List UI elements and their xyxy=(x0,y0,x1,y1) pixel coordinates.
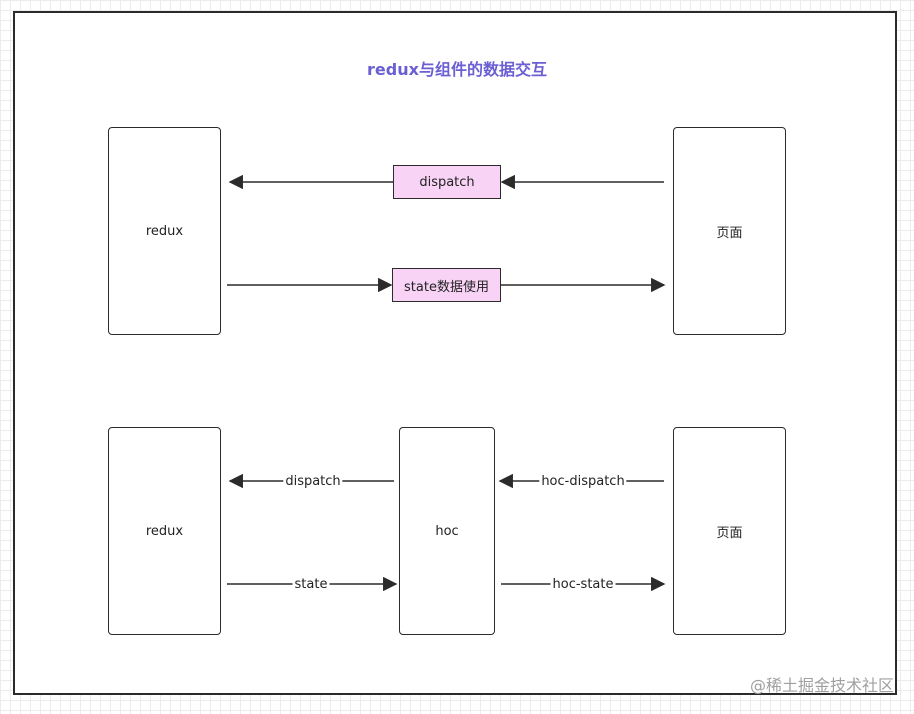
top-page-box: 页面 xyxy=(673,127,786,335)
hoc-box: hoc xyxy=(399,427,495,635)
bottom-redux-label: redux xyxy=(145,523,184,539)
hoc-label: hoc xyxy=(435,523,459,539)
state-arrow-label: state xyxy=(292,577,330,593)
state-tag-label: state数据使用 xyxy=(404,279,489,295)
dispatch-tag: dispatch xyxy=(393,165,501,199)
top-redux-box: redux xyxy=(108,127,221,335)
bottom-page-box: 页面 xyxy=(673,427,786,635)
hoc-state-arrow-label: hoc-state xyxy=(550,577,616,593)
dispatch-tag-label: dispatch xyxy=(419,174,475,190)
diagram-title: redux与组件的数据交互 xyxy=(367,60,547,79)
top-page-label: 页面 xyxy=(716,225,743,241)
state-tag: state数据使用 xyxy=(392,268,501,302)
bottom-page-label: 页面 xyxy=(716,525,743,541)
bottom-redux-box: redux xyxy=(108,427,221,635)
watermark: @稀土掘金技术社区 xyxy=(749,676,894,695)
dispatch-arrow-label: dispatch xyxy=(283,474,343,490)
hoc-dispatch-arrow-label: hoc-dispatch xyxy=(539,474,627,490)
top-redux-label: redux xyxy=(145,223,184,239)
